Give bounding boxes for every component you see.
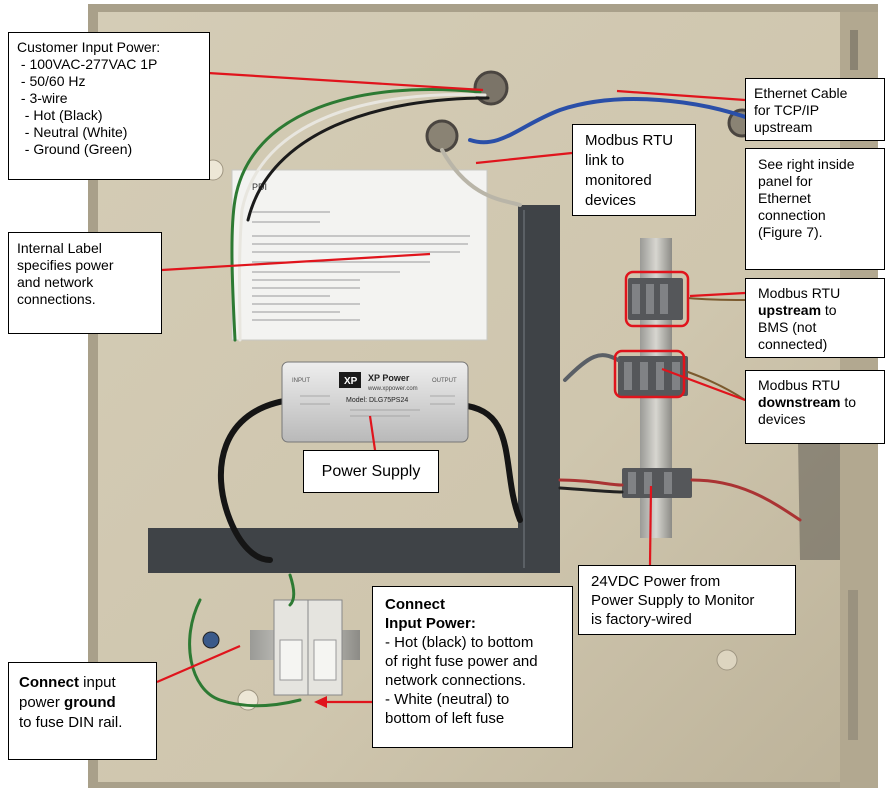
svg-text:www.xppower.com: www.xppower.com <box>367 386 418 392</box>
ethernet-callout: Ethernet Cable for TCP/IP upstream <box>745 78 885 141</box>
upstream-highlight <box>624 270 690 328</box>
terminal-block-upstream <box>628 278 683 320</box>
downstream-highlight <box>613 349 686 399</box>
internal-label-sheet <box>231 169 488 341</box>
callout-line: bottom of left fuse <box>385 710 505 727</box>
callout-line: Modbus RTU <box>585 132 674 149</box>
callout-heading: Connect <box>385 595 560 614</box>
callout-line: power ground <box>19 693 146 713</box>
callout-line: upstream <box>754 119 813 135</box>
connect-ground-leader <box>156 644 241 684</box>
callout-emphasis: Input Power: <box>385 615 476 632</box>
callout-line: (Figure 7). <box>758 224 823 240</box>
callout-line: - Hot (black) to bottom <box>385 634 534 651</box>
callout-line: - 100VAC-277VAC 1P <box>17 56 158 72</box>
svg-text:XP: XP <box>344 376 358 387</box>
callout-heading: Input Power: <box>385 614 560 633</box>
modbus-downstream-callout: Modbus RTU downstream to devices <box>745 370 885 444</box>
callout-line: Modbus RTU <box>758 377 841 393</box>
callout-line: - Ground (Green) <box>17 141 133 157</box>
callout-line: and network <box>17 274 94 290</box>
callout-line: 24VDC Power from <box>591 573 721 590</box>
customer-power-leader <box>207 71 484 92</box>
power-supply-module: XP XP Power www.xppower.com Model: DLG75… <box>281 361 469 443</box>
callout-line: for TCP/IP <box>754 102 820 118</box>
callout-line: network connections. <box>385 672 526 689</box>
callout-line: specifies power <box>17 257 114 273</box>
callout-line: - 3-wire <box>17 90 68 106</box>
callout-line: BMS (not <box>758 319 817 335</box>
downstream-leader <box>661 367 746 402</box>
callout-text: to <box>821 302 837 318</box>
cable-gland-modbus <box>425 119 459 153</box>
dc-power-leader <box>648 485 653 566</box>
customer-power-callout: Customer Input Power: - 100VAC-277VAC 1P… <box>8 32 210 180</box>
callout-line: upstream to <box>758 302 872 319</box>
power-supply-leader <box>368 415 377 451</box>
connect-input-power-callout: Connect Input Power: - Hot (black) to bo… <box>372 586 573 748</box>
svg-text:XP Power: XP Power <box>368 373 410 383</box>
callout-emphasis: Connect <box>19 674 79 691</box>
callout-line: Internal Label <box>17 240 102 256</box>
callout-text: to <box>840 394 857 410</box>
ground-stud <box>202 631 220 649</box>
callout-line: downstream to <box>758 394 872 411</box>
see-right-panel-callout: See right inside panel for Ethernet conn… <box>745 148 885 270</box>
callout-line: to fuse DIN rail. <box>19 714 123 731</box>
callout-emphasis: Connect <box>385 596 445 613</box>
callout-emphasis: ground <box>64 694 116 711</box>
callout-line: Ethernet <box>758 190 811 206</box>
callout-line: devices <box>585 192 636 209</box>
callout-emphasis: upstream <box>758 302 822 318</box>
callout-line: See right inside <box>758 156 855 172</box>
terminal-block-dc-power <box>622 468 692 498</box>
callout-line: Customer Input Power: <box>17 39 161 55</box>
dc-power-callout: 24VDC Power from Power Supply to Monitor… <box>578 565 796 635</box>
internal-label-leader <box>161 252 431 272</box>
svg-text:INPUT: INPUT <box>292 378 310 384</box>
callout-line: link to <box>585 152 625 169</box>
svg-text:OUTPUT: OUTPUT <box>432 378 457 384</box>
callout-line: Power Supply to Monitor <box>591 592 755 609</box>
callout-line: - Neutral (White) <box>17 124 128 140</box>
callout-text: Power Supply <box>321 463 421 480</box>
callout-line: is factory-wired <box>591 611 692 628</box>
callout-text: input <box>79 674 116 691</box>
callout-line: panel for <box>758 173 813 189</box>
callout-emphasis: downstream <box>758 394 841 410</box>
wire-duct-horizontal <box>148 528 560 573</box>
callout-line: monitored <box>585 172 652 189</box>
modbus-link-callout: Modbus RTU link to monitored devices <box>572 124 696 216</box>
connect-ground-callout: Connect input power ground to fuse DIN r… <box>8 662 157 760</box>
callout-text: power <box>19 694 65 711</box>
mounting-hole <box>716 649 738 671</box>
callout-line: - Hot (Black) <box>17 107 103 123</box>
internal-label-callout: Internal Label specifies power and netwo… <box>8 232 162 334</box>
modbus-link-leader <box>475 151 573 165</box>
upstream-leader <box>689 291 746 298</box>
power-supply-callout: Power Supply <box>303 450 439 493</box>
ethernet-leader <box>616 89 746 102</box>
modbus-upstream-callout: Modbus RTU upstream to BMS (not connecte… <box>745 278 885 358</box>
callout-line: - 50/60 Hz <box>17 73 86 89</box>
callout-line: devices <box>758 411 806 427</box>
callout-line: connections. <box>17 291 96 307</box>
terminal-block-downstream <box>618 356 688 396</box>
callout-line: Ethernet Cable <box>754 85 848 101</box>
svg-text:Model: DLG75PS24: Model: DLG75PS24 <box>346 397 408 404</box>
callout-line: Modbus RTU <box>758 285 841 301</box>
callout-line: connection <box>758 207 826 223</box>
callout-line: Connect input <box>19 673 146 693</box>
callout-line: of right fuse power and <box>385 653 538 670</box>
callout-line: - White (neutral) to <box>385 691 510 708</box>
callout-line: connected) <box>758 336 828 352</box>
